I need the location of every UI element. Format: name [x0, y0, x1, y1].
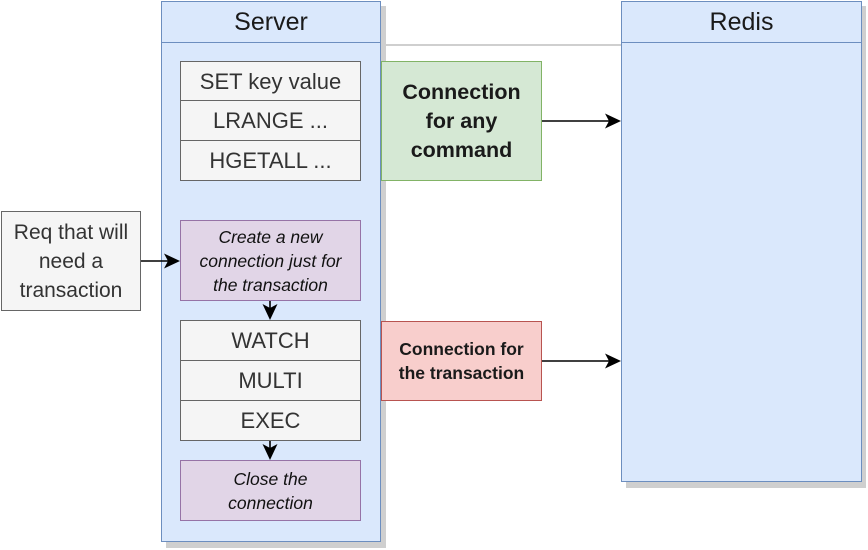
command-set: SET key value — [180, 61, 361, 102]
command-lrange: LRANGE ... — [180, 100, 361, 141]
arrowhead-watch — [262, 304, 278, 320]
step-watch: WATCH — [180, 320, 361, 361]
arrowhead-any-command — [605, 113, 621, 129]
connection-any-command: Connection for any command — [381, 61, 542, 181]
redis-lane: Redis — [621, 1, 862, 482]
server-lane-title: Server — [162, 2, 380, 43]
header-shadow-line — [386, 44, 626, 46]
transaction-request: Req that will need a transaction — [1, 211, 141, 311]
step-exec: EXEC — [180, 400, 361, 441]
create-connection-step: Create a new connection just for the tra… — [180, 220, 361, 301]
arrowhead-transaction — [605, 353, 621, 369]
arrowhead-request — [164, 253, 180, 269]
connection-transaction: Connection for the transaction — [381, 321, 542, 401]
command-hgetall: HGETALL ... — [180, 140, 361, 181]
arrowhead-close — [262, 444, 278, 460]
redis-lane-title: Redis — [622, 2, 861, 43]
close-connection-step: Close the connection — [180, 460, 361, 521]
